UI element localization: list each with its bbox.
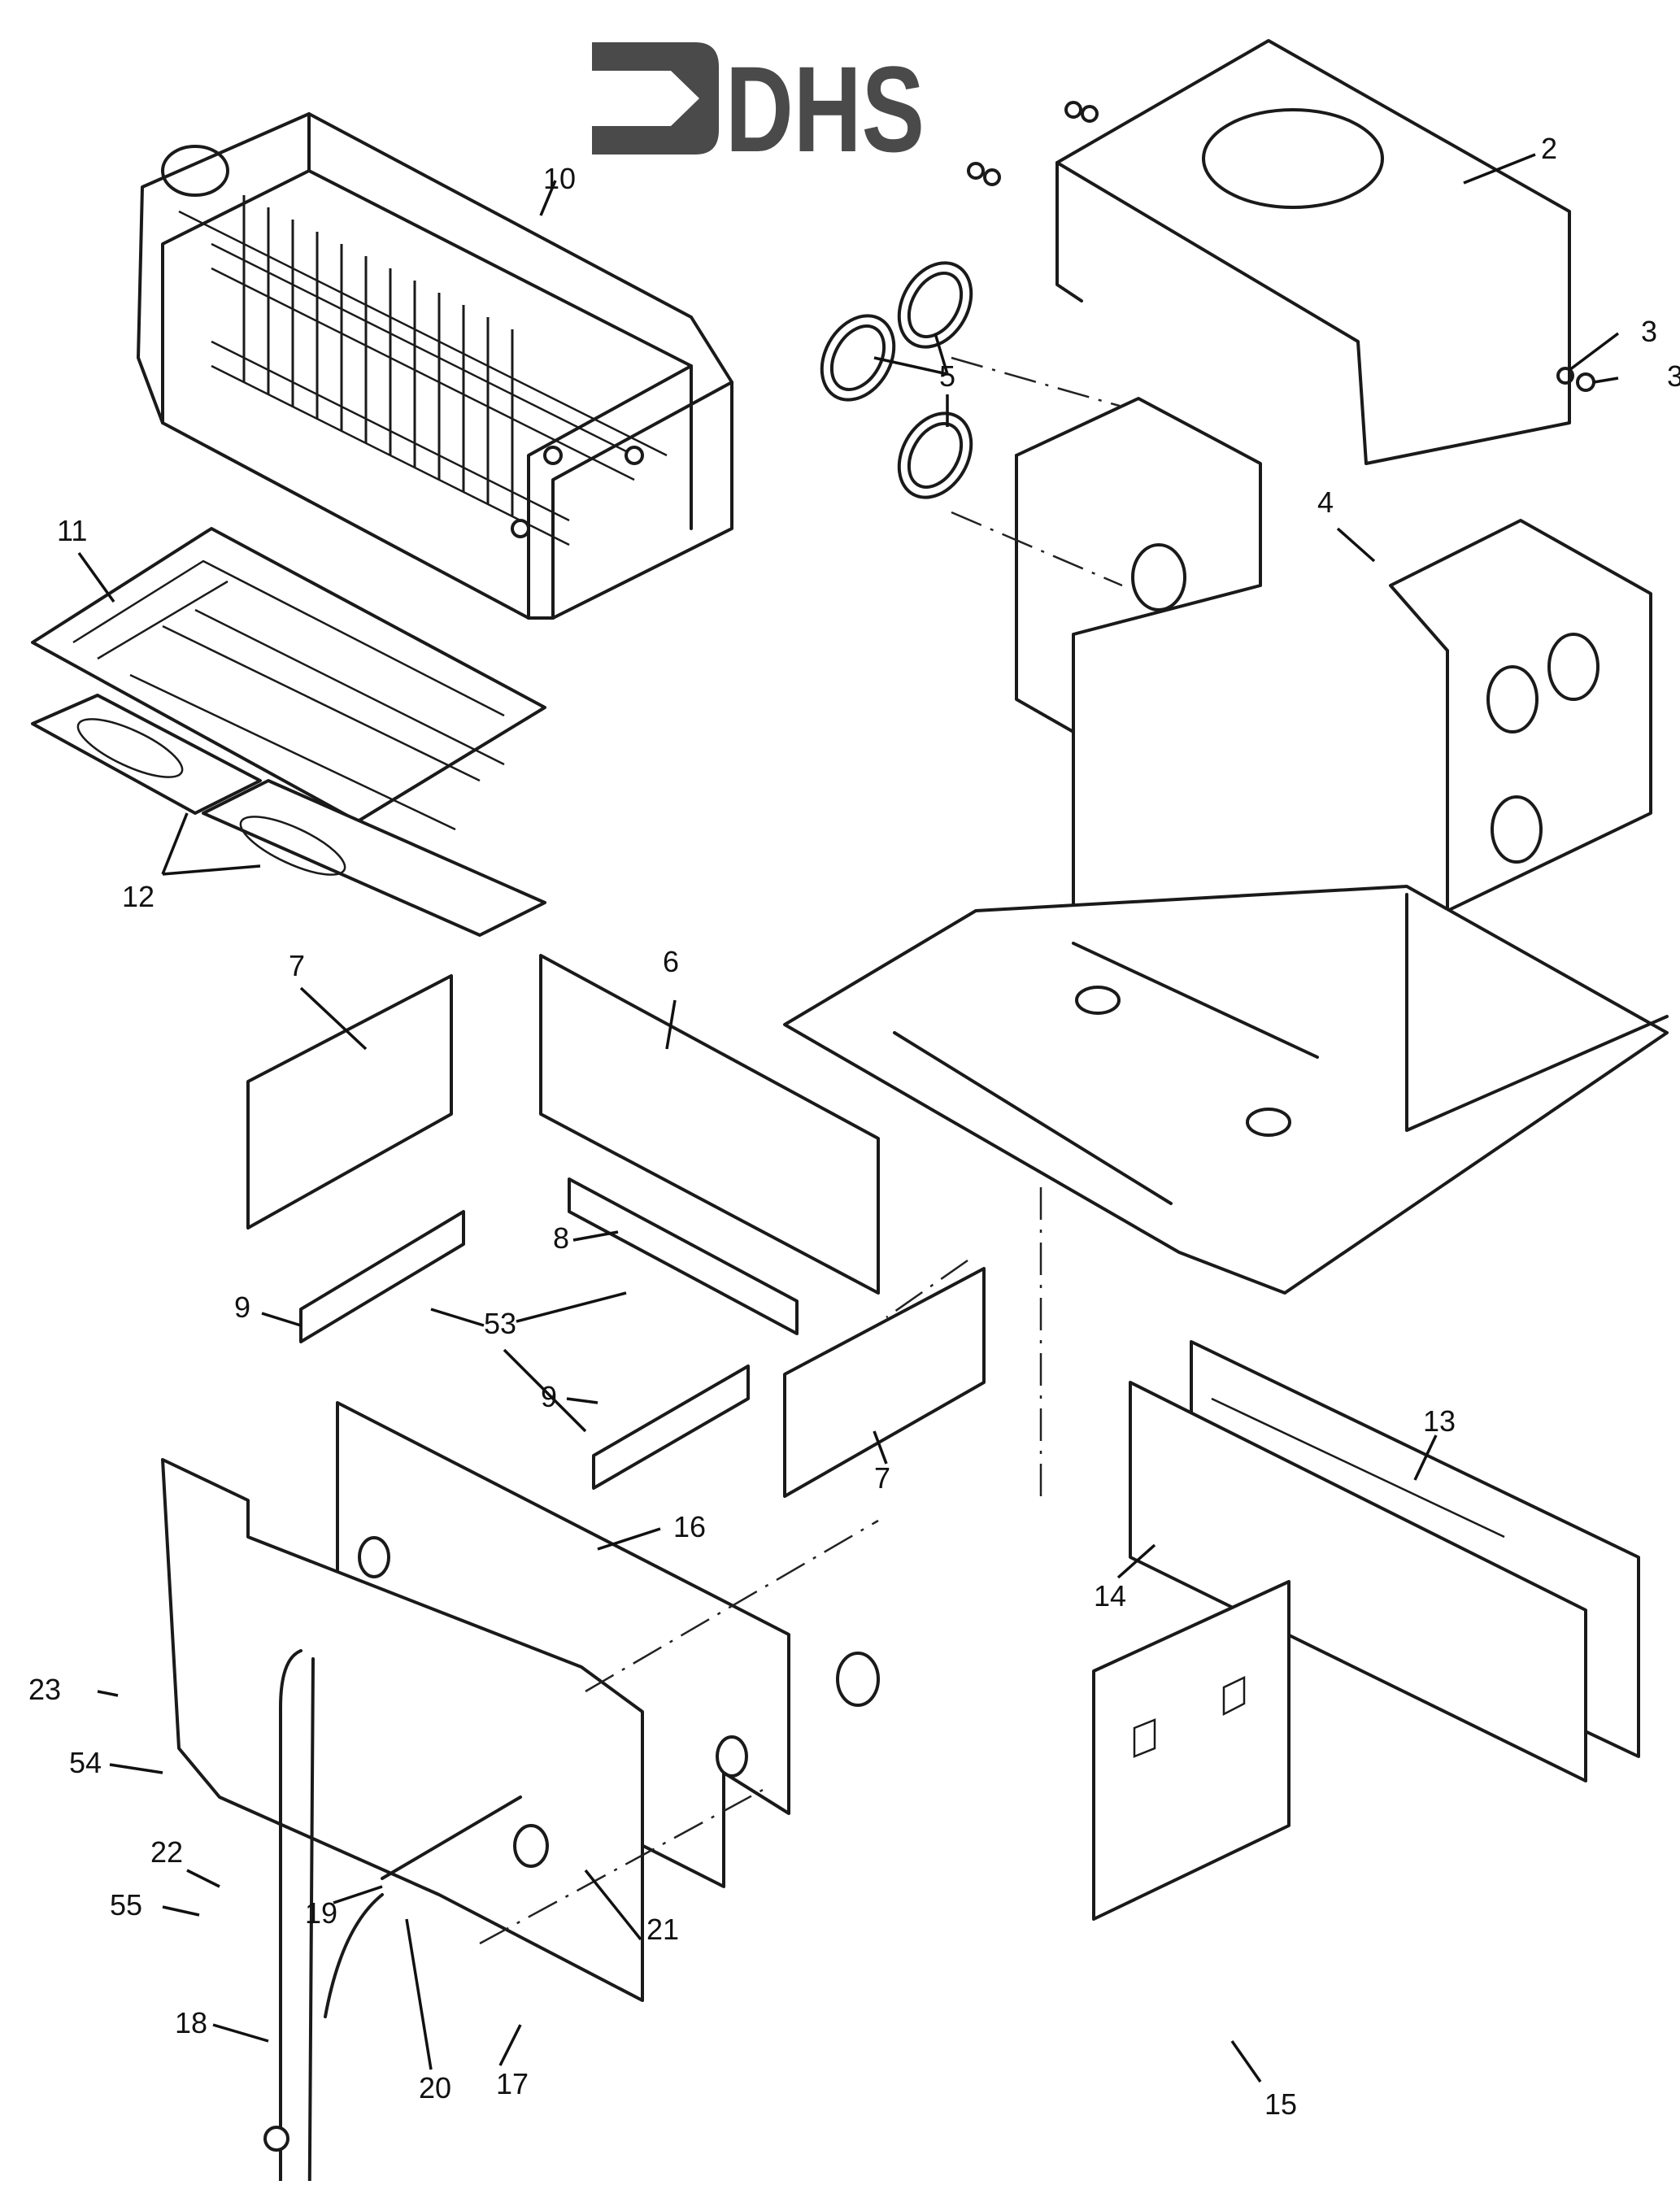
side-insulation-right: [783, 1267, 986, 1498]
part-label-4: 4: [1317, 485, 1334, 519]
part-label-6: 6: [663, 945, 679, 978]
bracket: [568, 1177, 799, 1335]
heat-exchanger: [137, 112, 733, 620]
front-panel: [1129, 1381, 1587, 1782]
leader-lines: [77, 153, 1620, 2083]
part-label-12: 12: [122, 880, 155, 913]
access-cover: [1092, 1580, 1290, 1921]
part-label-18: 18: [175, 2006, 207, 2039]
part-label-16: 16: [673, 1510, 706, 1543]
part-label-55: 55: [110, 1888, 142, 1922]
grommet-rings: [820, 261, 973, 499]
part-label-9b: 9: [541, 1380, 557, 1413]
dhs-logo: DHS: [592, 41, 925, 177]
electrode: [324, 1795, 549, 2018]
part-label-22: 22: [150, 1835, 183, 1869]
part-label-15: 15: [1264, 2087, 1297, 2121]
part-label-19: 19: [305, 1896, 337, 1930]
part-label-23: 23: [28, 1673, 61, 1706]
part-label-3b: 3: [1667, 359, 1680, 393]
part-label-13: 13: [1423, 1404, 1456, 1438]
part-label-8: 8: [553, 1221, 569, 1255]
part-label-3a: 3: [1641, 315, 1657, 348]
part-label-7b: 7: [874, 1461, 890, 1495]
part-label-20: 20: [419, 2071, 451, 2104]
burner-plate: [31, 527, 546, 831]
insulation-panel: [539, 954, 880, 1295]
side-insulation-left: [246, 974, 453, 1230]
part-label-9a: 9: [234, 1291, 250, 1324]
part-label-2: 2: [1541, 132, 1557, 165]
part-label-10: 10: [543, 162, 576, 195]
part-label-7a: 7: [289, 949, 305, 982]
chassis-frame: [783, 397, 1669, 1295]
bracket-right: [592, 1365, 750, 1490]
washers: [967, 101, 1595, 392]
gas-tube: [263, 1649, 315, 2185]
arrow-right-icon: [592, 42, 719, 155]
part-label-53: 53: [484, 1307, 516, 1340]
part-label-54: 54: [69, 1746, 102, 1779]
part-label-21: 21: [646, 1913, 679, 1946]
part-label-5: 5: [939, 359, 955, 393]
top-cover: [1055, 39, 1571, 465]
part-labels: 2 3 3 4 5 6 7 7 8 9 9 10 11 12 13 14 15 …: [28, 132, 1680, 2121]
part-label-11: 11: [57, 514, 87, 547]
bracket-left: [299, 1210, 465, 1343]
logo-text: DHS: [725, 41, 925, 177]
assembly-lines: [479, 356, 1123, 1945]
part-label-17: 17: [496, 2067, 529, 2100]
part-label-14: 14: [1094, 1579, 1126, 1613]
burner-trays: [31, 694, 546, 937]
